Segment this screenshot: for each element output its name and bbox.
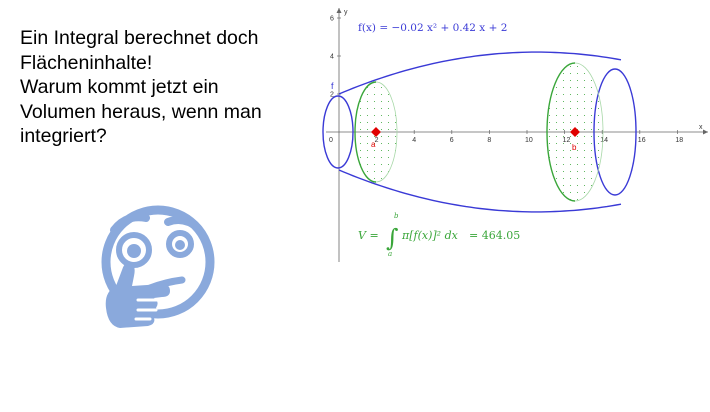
question-text: Ein Integral berechnet doch Flächeninhal… (20, 26, 310, 149)
integral-result: = 464.05 (469, 229, 520, 242)
integral-lhs: V = (358, 229, 379, 242)
question-line: integriert? (20, 125, 107, 147)
integral-upper-limit: b (394, 212, 399, 220)
integral-lower-limit: a (388, 250, 392, 258)
integral-symbol: ∫ (386, 224, 399, 252)
disc-a-front-arc (354, 81, 377, 183)
x-tick-label: 4 (412, 137, 416, 144)
left-end-ellipse (322, 95, 354, 169)
x-tick-label: 10 (525, 137, 533, 144)
y-axis-arrow (336, 8, 342, 13)
point-b-marker (570, 127, 580, 137)
mirrored-curve (338, 169, 622, 213)
function-curve (338, 51, 622, 95)
integral-integrand: π[f(x)]² dx (401, 229, 459, 242)
point-b-label: b (572, 143, 577, 152)
x-axis-arrow (703, 129, 708, 135)
question-line: Warum kommt jetzt ein (20, 76, 219, 98)
point-a-label: a (371, 140, 376, 149)
question-line: Volumen heraus, wenn man (20, 100, 262, 123)
curve-name-label: f (331, 81, 334, 91)
question-line: Ein Integral berechnet doch (20, 27, 259, 49)
x-tick-label: 6 (450, 137, 454, 144)
question-line: Flächeninhalte! (20, 51, 153, 74)
x-tick-label: 18 (675, 137, 683, 144)
x-tick-label: 14 (600, 137, 608, 144)
rotation-body-graph: y x 0 24681012141618 246 a b f (322, 8, 708, 262)
x-tick-label: 8 (487, 137, 491, 144)
disc-b-front-arc (546, 62, 576, 202)
y-tick-label: 2 (330, 92, 334, 99)
right-end-ellipse (593, 68, 637, 196)
y-axis-label: y (344, 9, 348, 16)
origin-label: 0 (329, 137, 333, 144)
disc-a-back-arc (375, 81, 398, 183)
thinking-face-icon (101, 205, 215, 328)
x-tick-label: 16 (638, 137, 646, 144)
function-label: f(x) = −0.02 x² + 0.42 x + 2 (358, 22, 507, 34)
x-axis-label: x (699, 124, 703, 131)
y-tick-label: 4 (330, 54, 334, 61)
y-tick-label: 6 (330, 16, 334, 23)
point-a-marker (371, 127, 381, 137)
disc-b-back-arc (574, 62, 604, 202)
